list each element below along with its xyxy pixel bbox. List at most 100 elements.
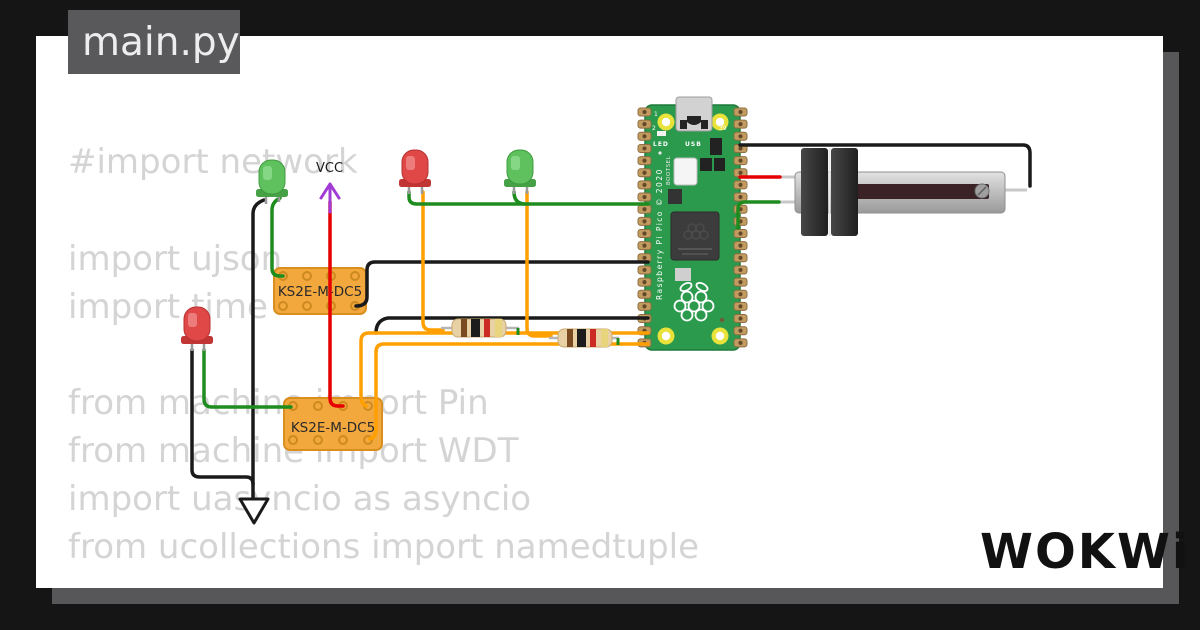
- resistor-2[interactable]: [549, 328, 620, 348]
- pico-pin-hole: [642, 219, 647, 224]
- pico-pin-hole: [642, 231, 647, 236]
- pico-component: [700, 158, 712, 171]
- relay-2-label: KS2E-M-DC5: [291, 420, 375, 436]
- wire-green-led1-relay1[interactable]: [270, 196, 285, 278]
- pico-pin-hole: [642, 243, 647, 248]
- pico-pin-hole: [738, 316, 743, 321]
- pico-component: [668, 189, 682, 204]
- pico-component: [710, 138, 722, 155]
- title-tab: main.py: [68, 10, 240, 74]
- diagram-canvas[interactable]: #import network import ujson import time…: [36, 36, 1163, 588]
- pico-pin-hole: [642, 182, 647, 187]
- led-green-2[interactable]: [504, 149, 536, 194]
- pico-pin-hole: [642, 255, 647, 260]
- pico-pin-hole: [642, 158, 647, 163]
- wire-green-led3-relay2[interactable]: [202, 348, 293, 409]
- pico-mounting-holes: [657, 113, 729, 345]
- wire-orange-led4-resistor1[interactable]: [421, 190, 445, 332]
- pico-pin-hole: [642, 122, 647, 127]
- wire-green-led4-pico[interactable]: [407, 190, 650, 206]
- code-line: import ujson: [68, 239, 283, 279]
- wokwi-logo: WOKWi: [980, 524, 1190, 580]
- relay-module-1[interactable]: KS2E-M-DC5: [273, 267, 367, 315]
- pico-usb-label: USB: [685, 141, 702, 148]
- wire-black-led1-gnd[interactable]: [251, 198, 266, 499]
- pico-led-label: LED: [653, 141, 669, 148]
- resistor-band: [471, 319, 480, 337]
- pico-component: [675, 268, 691, 281]
- code-line: from ucollections import namedtuple: [68, 527, 700, 567]
- pico-pin-hole: [738, 280, 743, 285]
- code-line: from machine import WDT: [68, 431, 519, 471]
- pot-slider-handle[interactable]: [801, 148, 858, 236]
- vcc-symbol[interactable]: VCC: [316, 161, 343, 214]
- pico-pin-hole: [738, 267, 743, 273]
- led-red-2[interactable]: [181, 306, 213, 351]
- code-line: import uasyncio as asyncio: [68, 479, 532, 519]
- pico-pin-hole: [738, 109, 743, 115]
- pico-pin-hole: [738, 292, 743, 297]
- raspberry-pi-pico[interactable]: 1 2 39 LED USB BOOTSEL: [637, 96, 748, 351]
- vcc-label: VCC: [316, 161, 343, 176]
- pico-pin39-label: 39: [719, 125, 727, 132]
- pico-pin-hole: [738, 122, 743, 127]
- wokwi-logo-text: WOKWi: [980, 524, 1190, 580]
- pico-pin-hole: [738, 194, 743, 200]
- resistor-band: [461, 319, 467, 337]
- pico-pin-hole: [642, 170, 647, 175]
- onboard-led: [657, 131, 666, 136]
- pico-pin-hole: [738, 304, 743, 309]
- pico-pin-hole: [642, 267, 647, 273]
- resistor-band: [590, 329, 596, 347]
- pico-pin1-label: 1: [654, 111, 658, 118]
- pico-pin-hole: [642, 280, 647, 285]
- raspberry-logo: [673, 281, 715, 322]
- rp2040-chip: [670, 211, 720, 261]
- pico-pin2-label: 2: [652, 125, 656, 132]
- pico-pin-hole: [738, 158, 743, 163]
- bootsel-button[interactable]: BOOTSEL: [666, 155, 698, 186]
- bootsel-label: BOOTSEL: [666, 155, 672, 185]
- pico-pin-hole: [738, 134, 743, 139]
- code-line: #import network: [68, 142, 358, 182]
- wire-orange-relay2-pico-a[interactable]: [359, 331, 650, 408]
- pico-pin-hole: [738, 146, 743, 151]
- wire-orange-relay2-pico-b[interactable]: [368, 342, 650, 441]
- resistor-band: [601, 329, 608, 347]
- pico-pin-hole: [642, 304, 647, 309]
- wire-black-relay1-pico[interactable]: [354, 260, 650, 308]
- vcc-arrow-icon: [319, 182, 341, 214]
- wire-red-vcc-relay2[interactable]: [328, 200, 345, 408]
- pico-board-text: Raspberry Pi Pico © 2020: [655, 168, 664, 300]
- micro-usb-connector: [675, 96, 713, 132]
- wire-black-led3-gnd[interactable]: [190, 348, 255, 486]
- pot-track: [856, 184, 989, 199]
- pico-pin-hole: [738, 182, 743, 187]
- relay-module-2[interactable]: KS2E-M-DC5: [283, 397, 383, 451]
- pico-pin-hole: [738, 328, 743, 333]
- led-red-1[interactable]: [399, 149, 431, 194]
- wire-green-led2-join[interactable]: [512, 190, 526, 206]
- wire-green-pico-pot[interactable]: [736, 200, 781, 230]
- pico-pin-hole: [642, 194, 647, 200]
- resistor-band: [577, 329, 586, 347]
- led-green-1[interactable]: [256, 159, 288, 204]
- resistor-band: [495, 319, 502, 337]
- wire-black-pico-pot[interactable]: [738, 143, 1032, 188]
- ground-symbol[interactable]: [238, 497, 270, 525]
- resistor-band: [484, 319, 490, 337]
- page-title: main.py: [82, 19, 240, 65]
- pico-pin-hole: [642, 134, 647, 139]
- pico-component: [714, 158, 725, 171]
- pico-pin-hole: [642, 207, 647, 212]
- pico-pin-hole: [738, 340, 743, 345]
- pico-pin-hole: [738, 255, 743, 260]
- slide-potentiometer[interactable]: [778, 148, 1027, 236]
- resistor-1[interactable]: [441, 318, 520, 338]
- resistor-band: [567, 329, 573, 347]
- wire-black-row2-pico[interactable]: [374, 316, 650, 335]
- pico-pin-hole: [642, 292, 647, 297]
- wire-orange-led2-resistor2[interactable]: [525, 190, 553, 338]
